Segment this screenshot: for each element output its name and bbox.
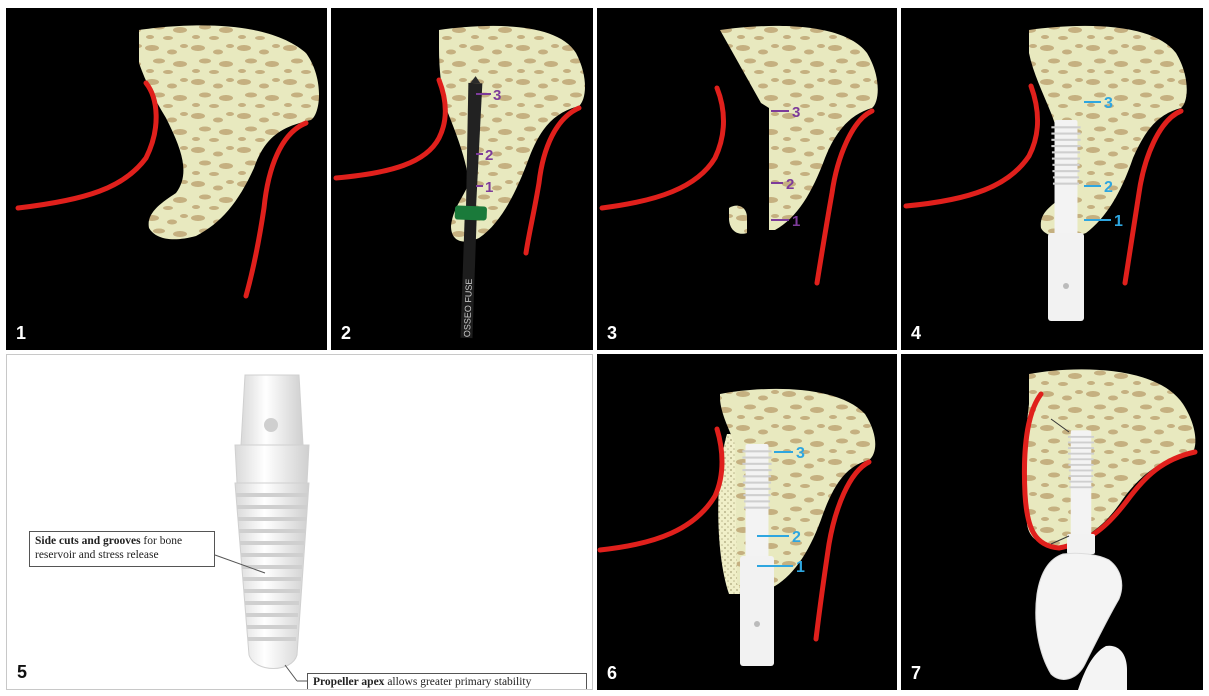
- drill-collar: [455, 205, 487, 220]
- panel-number: 1: [16, 324, 26, 342]
- panel-number: 4: [911, 324, 921, 342]
- osteotomy-mark-3: 3: [792, 104, 800, 121]
- panel-2-illustration: OSSEO FUSE 3 2 1: [331, 8, 593, 350]
- gum-line-left: [600, 429, 722, 550]
- panel-1-illustration: [6, 8, 327, 350]
- drill-mark-1: 1: [485, 179, 493, 196]
- panel-4: 3 2 1 4: [901, 8, 1203, 350]
- panel-7-illustration: [901, 354, 1203, 690]
- panel-6-illustration: 3 2 1: [597, 354, 897, 690]
- panel-5: Side cuts and grooves for bone reservoir…: [6, 354, 593, 690]
- panel-number: 2: [341, 324, 351, 342]
- callout-bold: Side cuts and grooves: [35, 535, 141, 547]
- callout-text: allows greater primary stability: [384, 676, 531, 688]
- osteotomy-mark-2: 2: [786, 176, 794, 193]
- panel-number: 6: [607, 664, 617, 682]
- gum-line-left: [18, 83, 156, 208]
- implant-closeup: [235, 375, 309, 669]
- drill-mark-2: 2: [485, 147, 493, 164]
- panel-3: 3 2 1 3: [597, 8, 897, 350]
- callout-propeller-apex: Propeller apex allows greater primary st…: [307, 673, 587, 690]
- implant-mark-3: 3: [796, 445, 805, 462]
- panel-number: 7: [911, 664, 921, 682]
- bone-fragment: [729, 206, 747, 234]
- implant-mark-2: 2: [792, 529, 801, 546]
- gum-line-left: [602, 88, 724, 208]
- panel-3-illustration: 3 2 1: [597, 8, 897, 350]
- gum-line-left: [906, 86, 1038, 206]
- panel-number: 5: [17, 663, 27, 681]
- panel-number: 3: [607, 324, 617, 342]
- drill-mark-3: 3: [493, 87, 501, 104]
- implant-mark-1: 1: [1114, 213, 1123, 230]
- gum-line-left: [336, 80, 445, 178]
- panel-5-illustration: [7, 355, 593, 690]
- implant-mark-3: 3: [1104, 95, 1113, 112]
- osteotomy-mark-1: 1: [792, 213, 800, 230]
- drill-brand-text: OSSEO FUSE: [462, 278, 474, 337]
- panel-7: 7: [901, 354, 1203, 690]
- panel-2: OSSEO FUSE 3 2 1 2: [331, 8, 593, 350]
- callout-side-cuts: Side cuts and grooves for bone reservoir…: [29, 531, 215, 567]
- panel-6: 3 2 1 6: [597, 354, 897, 690]
- callout-bold: Propeller apex: [313, 676, 384, 688]
- implant-mark-2: 2: [1104, 179, 1113, 196]
- panel-4-illustration: 3 2 1: [901, 8, 1203, 350]
- implant: [1067, 430, 1095, 554]
- implant-mark-1: 1: [796, 559, 805, 576]
- panel-1: 1: [6, 8, 327, 350]
- bone-crest: [1029, 26, 1187, 237]
